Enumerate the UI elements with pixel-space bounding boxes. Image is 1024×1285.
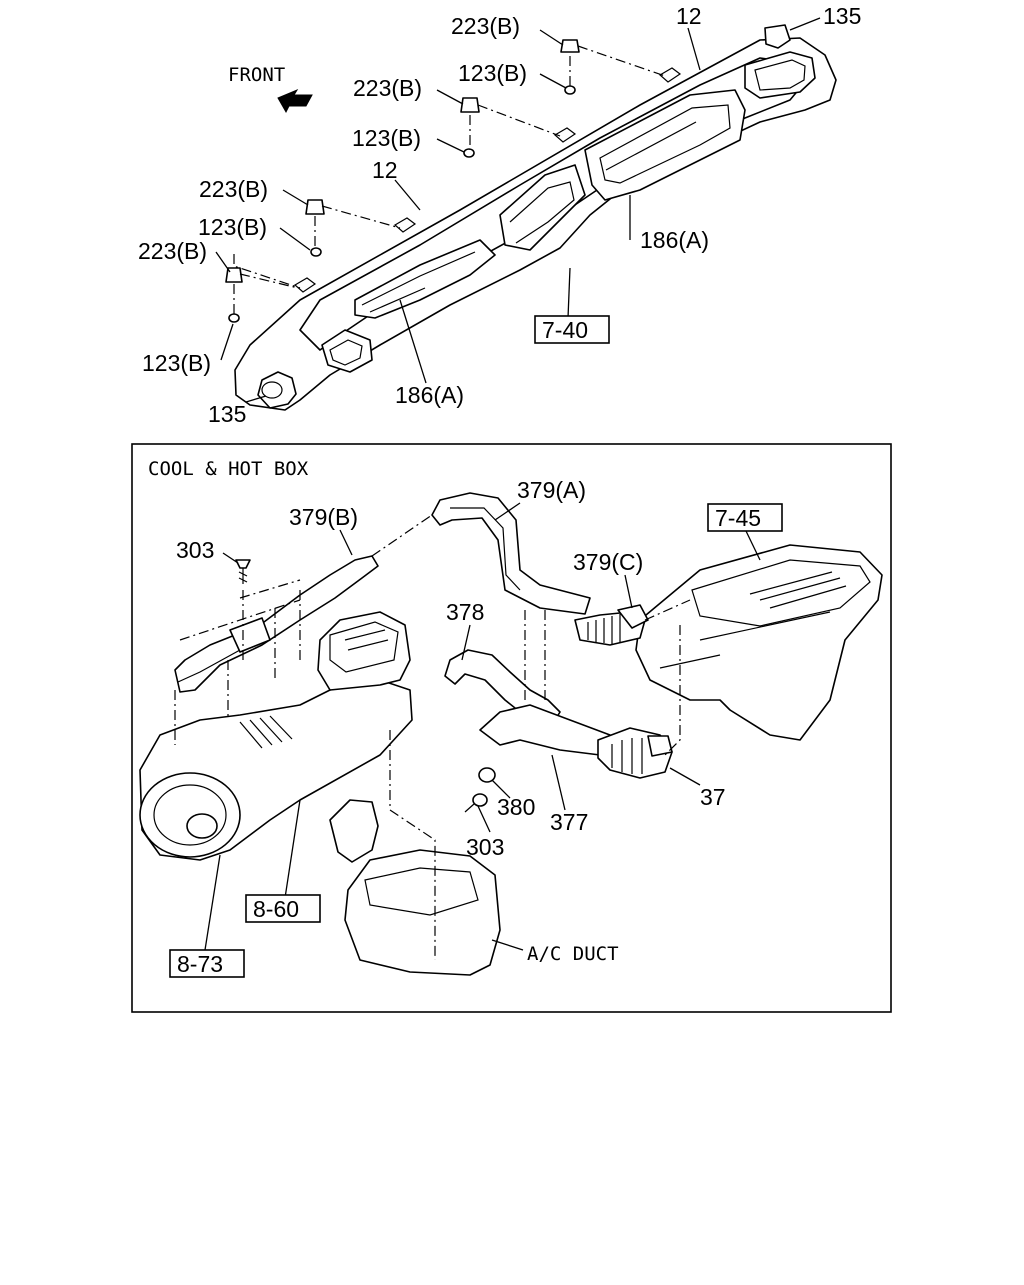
callout-ac-duct: A/C DUCT — [527, 943, 619, 965]
ref-box-7-45 — [707, 503, 783, 532]
ref-8-60: 8-60 — [253, 896, 299, 922]
callout-12: 12 — [676, 3, 702, 29]
screw-123b-icon — [228, 85, 576, 323]
cool-hot-box-panel: COOL & HOT BOX — [131, 443, 892, 1013]
callout-37: 37 — [700, 784, 726, 810]
callout-135: 135 — [823, 3, 861, 29]
callout-380: 380 — [497, 794, 535, 820]
callout-186a: 186(A) — [640, 227, 709, 253]
front-arrow-icon — [277, 88, 313, 114]
callout-123b: 123(B) — [352, 125, 421, 151]
panel-title: COOL & HOT BOX — [148, 458, 309, 480]
ref-box-7-40 — [534, 315, 610, 344]
callout-223b: 223(B) — [353, 75, 422, 101]
callout-223b: 223(B) — [199, 176, 268, 202]
screw-303-icon — [235, 559, 488, 813]
duct-379a — [431, 492, 591, 615]
callout-223b: 223(B) — [451, 13, 520, 39]
callout-223b: 223(B) — [138, 238, 207, 264]
callout-377: 377 — [550, 809, 588, 835]
front-label: FRONT — [228, 64, 285, 86]
callout-123b: 123(B) — [142, 350, 211, 376]
callout-379b: 379(B) — [289, 504, 358, 530]
callout-135: 135 — [208, 401, 246, 427]
ref-box-8-73 — [169, 949, 245, 978]
callout-378: 378 — [446, 599, 484, 625]
ref-box-8-60 — [245, 894, 321, 923]
ref-8-73: 8-73 — [177, 951, 223, 977]
callout-123b: 123(B) — [198, 214, 267, 240]
upper-duct-assembly: FRONT — [138, 3, 861, 427]
callout-379c: 379(C) — [573, 549, 643, 575]
callout-186a: 186(A) — [395, 382, 464, 408]
callout-123b: 123(B) — [458, 60, 527, 86]
ref-7-45: 7-45 — [715, 505, 761, 531]
side-vent-186a-right — [584, 89, 746, 201]
center-vent-box — [499, 164, 586, 251]
callout-379a: 379(A) — [517, 477, 586, 503]
ref-7-40: 7-40 — [542, 317, 588, 343]
side-vent-186a-left — [354, 239, 496, 319]
clip-380-icon — [478, 767, 496, 783]
callout-12: 12 — [372, 157, 398, 183]
callout-303: 303 — [466, 834, 504, 860]
ac-duct — [344, 849, 501, 976]
callout-303: 303 — [176, 537, 214, 563]
right-outlet-135 — [764, 24, 791, 49]
left-outlet-135 — [257, 371, 297, 409]
